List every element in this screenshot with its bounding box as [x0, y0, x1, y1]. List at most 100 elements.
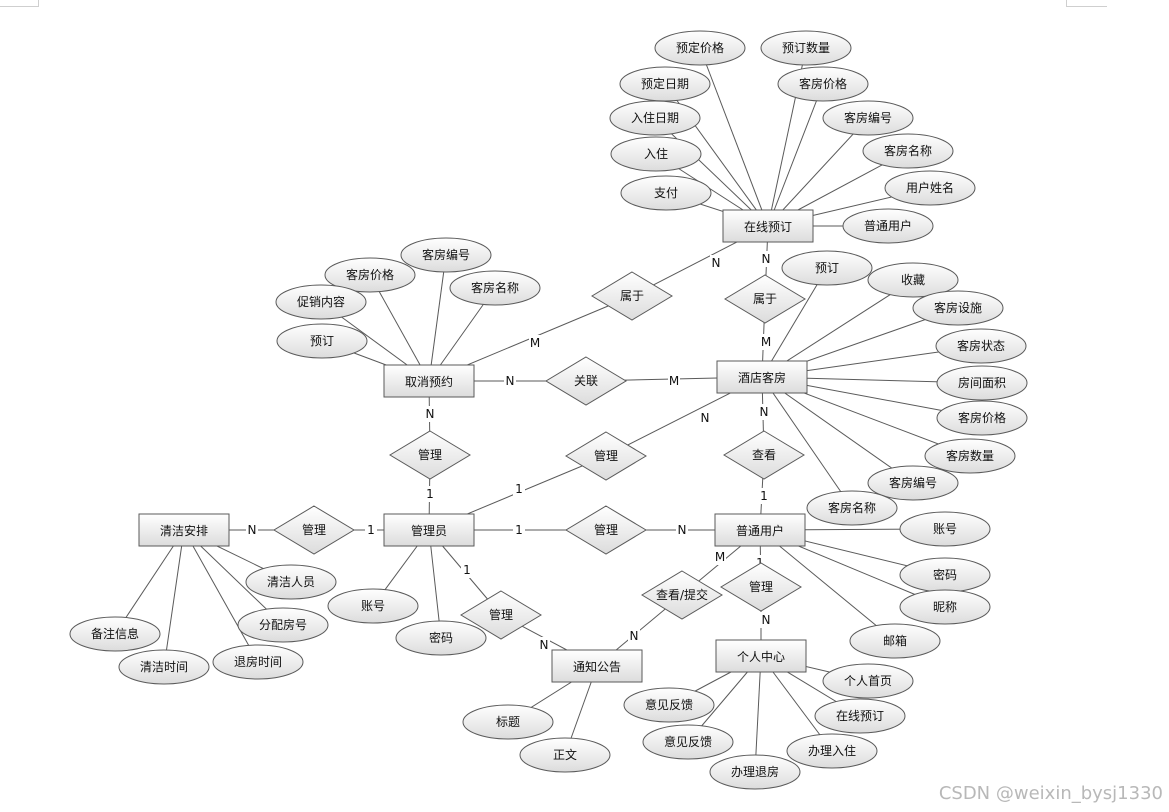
entity-box — [716, 360, 808, 394]
attribute-ellipse — [642, 724, 734, 760]
relationship-manage_center: 管理 — [720, 562, 802, 612]
attribute-label: 客房名称 — [471, 280, 519, 295]
cardinality-bg — [504, 373, 516, 389]
entity-label: 通知公告 — [573, 660, 621, 674]
relationship-diamond — [545, 356, 627, 406]
cardinality-label: 1 — [760, 489, 768, 503]
cardinality-bg — [461, 562, 473, 578]
cardinality-label: N — [762, 613, 771, 627]
relationship-manage_cancel: 管理 — [389, 430, 471, 480]
attribute-label: 清洁时间 — [140, 660, 188, 674]
attribute-ellipse — [400, 237, 492, 273]
attribute-link-cleaning-2 — [114, 529, 185, 635]
attribute-ellipse — [212, 644, 304, 680]
attribute-ellipse — [912, 290, 1004, 326]
cardinality-label: N — [760, 405, 769, 419]
attribute-cleaning-4: 清洁时间 — [118, 649, 210, 685]
attribute-ellipse — [709, 754, 801, 790]
attribute-user-2: 昵称 — [899, 589, 991, 625]
attribute-ellipse — [777, 66, 869, 102]
entity-box — [138, 513, 230, 547]
entity-label: 在线预订 — [744, 220, 792, 234]
relationship-label: 管理 — [418, 447, 442, 462]
cardinality-bg — [628, 628, 640, 644]
attribute-hotel_room-2: 客房设施 — [912, 290, 1004, 326]
attribute-label: 个人首页 — [844, 674, 892, 688]
relationship-label: 管理 — [594, 448, 618, 463]
attribute-label: 分配房号 — [259, 617, 307, 632]
attribute-online_booking-2: 预定日期 — [619, 66, 711, 102]
attribute-hotel_room-3: 客房状态 — [935, 328, 1027, 364]
attribute-notice-0: 标题 — [462, 704, 554, 740]
cardinality-bg — [699, 410, 711, 426]
cardinality-bg — [760, 251, 772, 267]
attribute-ellipse — [936, 365, 1028, 401]
cardinality-label: M — [715, 550, 725, 564]
entity-label: 清洁安排 — [160, 523, 208, 538]
attribute-hotel_room-7: 客房编号 — [867, 465, 959, 501]
cardinality-label: 1 — [515, 523, 523, 537]
attribute-ellipse — [935, 328, 1027, 364]
attribute-user-0: 账号 — [899, 511, 991, 547]
attribute-ellipse — [620, 175, 712, 211]
relationship-manage_user: 管理 — [565, 505, 647, 555]
relationship-label: 关联 — [574, 374, 598, 388]
attribute-hotel_room-8: 客房名称 — [806, 490, 898, 526]
entity-hotel_room: 酒店客房 — [716, 360, 808, 394]
cardinality-label: N — [506, 374, 515, 388]
attribute-label: 清洁人员 — [267, 575, 315, 589]
attribute-label: 客房编号 — [844, 110, 892, 125]
attribute-ellipse — [786, 733, 878, 769]
relationship-manage_notice: 管理 — [460, 590, 542, 640]
cardinality-label: 1 — [756, 556, 764, 570]
attribute-cleaning-1: 分配房号 — [237, 607, 329, 643]
cardinality-bg — [529, 335, 541, 351]
cardinality-bg — [676, 522, 688, 538]
attribute-label: 账号 — [361, 599, 385, 613]
cardinality-label: N — [712, 256, 721, 270]
attribute-admin-1: 密码 — [395, 620, 487, 656]
attribute-ellipse — [814, 698, 906, 734]
attribute-hotel_room-0: 预订 — [781, 250, 873, 286]
relationship-diamond — [591, 271, 673, 321]
relationship-label: 管理 — [594, 522, 618, 537]
attribute-ellipse — [867, 465, 959, 501]
attribute-ellipse — [237, 607, 329, 643]
entity-label: 个人中心 — [737, 649, 785, 664]
attribute-notice-1: 正文 — [519, 737, 611, 773]
relationship-label: 管理 — [489, 607, 513, 622]
attribute-online_booking-10: 普通用户 — [842, 208, 934, 244]
entity-cancel_booking: 取消预约 — [383, 364, 475, 398]
cardinality-bg — [710, 255, 722, 271]
cardinality-bg — [513, 522, 525, 538]
attribute-label: 入住日期 — [631, 111, 679, 125]
attribute-ellipse — [276, 323, 368, 359]
attribute-label: 收藏 — [901, 273, 925, 287]
attribute-ellipse — [936, 400, 1028, 436]
relationship-view_room: 查看 — [723, 430, 805, 480]
attribute-ellipse — [849, 623, 941, 659]
attribute-cancel_booking-4: 预订 — [276, 323, 368, 359]
attribute-online_booking-0: 预定价格 — [654, 30, 746, 66]
attribute-ellipse — [862, 133, 954, 169]
attribute-label: 办理退房 — [731, 764, 779, 779]
attribute-personal_center-2: 在线预订 — [814, 698, 906, 734]
attribute-ellipse — [924, 438, 1016, 474]
cardinality-label: 1 — [426, 487, 434, 501]
cardinality-label: 1 — [367, 523, 375, 537]
relationship-diamond — [641, 570, 723, 620]
relationship-view_submit: 查看/提交 — [641, 570, 723, 620]
attribute-label: 客房编号 — [889, 475, 937, 490]
cardinality-bg — [246, 522, 258, 538]
attribute-cancel_booking-1: 客房价格 — [324, 257, 416, 293]
cardinality-bg — [668, 373, 680, 389]
cardinality-label: N — [678, 523, 687, 537]
relationship-diamond — [720, 562, 802, 612]
attribute-ellipse — [519, 737, 611, 773]
attribute-label: 账号 — [933, 522, 957, 536]
attribute-link-cleaning-4 — [163, 529, 185, 668]
attribute-label: 用户姓名 — [906, 180, 954, 195]
entity-label: 管理员 — [411, 523, 447, 538]
attribute-ellipse — [884, 170, 976, 206]
